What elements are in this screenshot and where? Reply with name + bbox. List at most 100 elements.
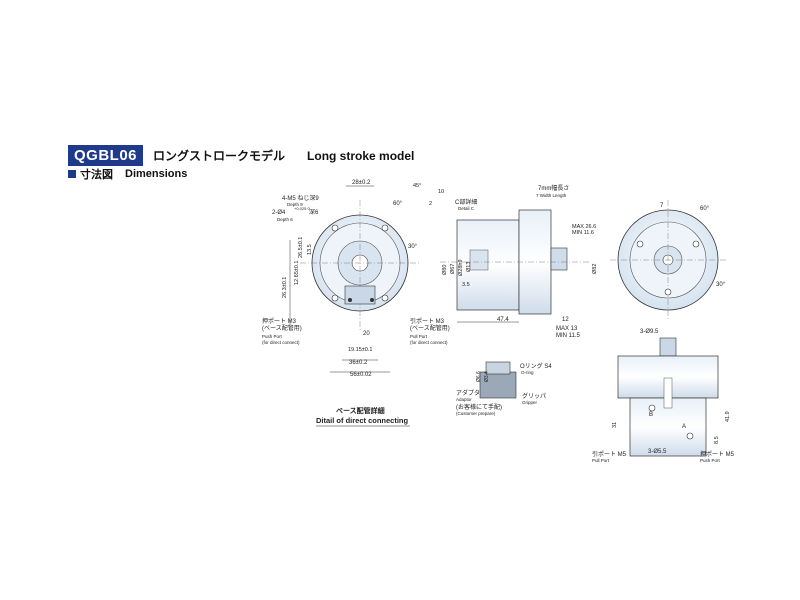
front-angle-30: 30° xyxy=(408,244,418,250)
section-bullet xyxy=(68,170,76,178)
right-dim-7: 7 xyxy=(660,203,664,209)
front-jaw-block xyxy=(344,285,376,305)
pull-port-jp2: (ベース配管用) xyxy=(410,324,450,332)
dim-35: 3.5 xyxy=(462,282,470,288)
oring-en: O-ring xyxy=(521,370,534,375)
dim-31: 31 xyxy=(612,422,618,428)
dia4-tol: +0.025 0 xyxy=(294,206,310,211)
label-a: A xyxy=(682,424,686,430)
right-view: 7 60° 30° 3-Ø9.5 41.9 31 8.5 3-Ø5.5 A B … xyxy=(592,200,735,463)
front-hole-4 xyxy=(381,294,389,302)
angle-45: 45° xyxy=(413,183,421,189)
dim-12: 12 xyxy=(562,317,569,323)
right-pull-port-jp: 引ポート M5 xyxy=(592,450,627,458)
section-title-en: Dimensions xyxy=(125,168,188,180)
oring-adaptor-block xyxy=(479,371,517,399)
right-hole-2 xyxy=(692,240,700,248)
dim-135: 13.5 xyxy=(307,244,313,255)
dim-1915: 19.15±0.1 xyxy=(348,347,372,353)
detail-c-en: Detail C xyxy=(458,206,475,211)
right-pull-port-en: Pull Port xyxy=(592,458,610,463)
customer-en: (Customer prepare) xyxy=(456,411,496,416)
right-port-b xyxy=(648,404,656,412)
model-badge: QGBL06 xyxy=(68,145,144,166)
detail-title-jp: ベース配管詳細 xyxy=(336,406,385,415)
front-pull-port xyxy=(370,298,374,302)
dim-80: Ø80 xyxy=(442,265,448,275)
front-hole-3 xyxy=(331,294,339,302)
side-port-block xyxy=(469,249,489,271)
dia95: 3-Ø9.5 xyxy=(640,329,659,335)
right-angle-60: 60° xyxy=(700,206,710,212)
right-angle-30: 30° xyxy=(716,282,726,288)
title-en: Long stroke model xyxy=(307,148,415,163)
right-top-nozzle xyxy=(659,337,677,357)
dim-20: 20 xyxy=(363,331,370,337)
front-angle-60: 60° xyxy=(393,201,403,207)
right-slot xyxy=(663,377,673,409)
dia34: Ø3.4 xyxy=(484,371,490,382)
detail-c-jp: C部詳細 xyxy=(455,198,477,206)
header: QGBL06 ロングストロークモデル Long stroke model xyxy=(68,145,414,166)
customer-jp: (お客様にて手配) xyxy=(456,403,502,411)
right-port-a xyxy=(686,432,694,440)
dim-36: 36±0.2 xyxy=(349,360,368,366)
oring-jp: Oリング S4 xyxy=(520,362,552,370)
dim-1265: 12.65±0.1 xyxy=(294,261,300,285)
right-push-port-en: Push Port xyxy=(700,458,721,463)
push-port-jp2: (ベース配管用) xyxy=(262,324,302,332)
front-view: 28±0.2 4-M5 ねじ深9 Depth 9 2-Ø4 +0.025 0 深… xyxy=(262,180,450,427)
dim-85: 8.5 xyxy=(714,436,720,444)
front-hole-2 xyxy=(381,224,389,232)
adaptor-en: Adaptor xyxy=(456,397,472,402)
oring-detail: Oリング S4 O-ring アダプタ Adaptor (お客様にて手配) (C… xyxy=(456,361,552,416)
m5-depth-en: Depth 9 xyxy=(287,202,303,207)
width-length-jp: 7mm幅長さ xyxy=(538,184,569,192)
dim-419: 41.9 xyxy=(725,411,731,422)
max-266: MAX 26.6 xyxy=(572,224,596,230)
pull-port-en2: (for direct connect) xyxy=(410,340,448,345)
section-heading: 寸法図 Dimensions xyxy=(68,166,187,182)
adaptor-jp: アダプタ xyxy=(456,389,480,397)
dim-28h9: Ø28h9 xyxy=(458,259,464,276)
dia4-label: 2-Ø4 xyxy=(272,210,286,216)
dim-82: Ø82 xyxy=(592,264,598,274)
dim-13: Ø13 xyxy=(466,262,472,272)
section-title-jp: 寸法図 xyxy=(80,168,113,181)
dim-2: 2 xyxy=(429,201,432,207)
gripper-jp: グリッパ xyxy=(522,392,546,400)
dim-10: 10 xyxy=(438,189,444,195)
push-port-en2: (for direct connect) xyxy=(262,340,300,345)
right-push-port-jp: 押ポート M5 xyxy=(700,450,735,458)
push-port-en: Push Port xyxy=(262,334,283,339)
dia4-depth-en: Depth 6 xyxy=(277,217,293,222)
pull-port-en: Pull Port xyxy=(410,334,428,339)
right-hole-3 xyxy=(664,288,672,296)
dim-474: 47.4 xyxy=(497,317,509,323)
right-hole-1 xyxy=(636,240,644,248)
dim-263: 26.3±0.1 xyxy=(282,277,288,298)
dia4-depth6: 深6 xyxy=(309,208,319,216)
dim-265: 26.5±0.1 xyxy=(298,237,304,258)
width-length-en: 7 Width Length xyxy=(536,193,567,198)
oring-gripper-block xyxy=(485,361,511,375)
dia66: Ø6.6 xyxy=(476,371,482,382)
dim-67: Ø67 xyxy=(450,264,456,274)
detail-title-en: Ditail of direct connecting xyxy=(316,416,409,425)
pull-port-jp: 引ポート M3 xyxy=(410,317,445,325)
min-115: MIN 11.5 xyxy=(556,333,581,339)
front-push-port xyxy=(348,298,352,302)
push-port-jp: 押ポート M3 xyxy=(262,317,297,325)
gripper-en: Gripper xyxy=(522,400,538,405)
max-13: MAX 13 xyxy=(556,326,578,332)
m5-depth: 4-M5 ねじ深9 xyxy=(282,194,319,202)
title-jp: ロングストロークモデル xyxy=(153,149,286,163)
side-flange xyxy=(518,209,552,315)
dia55: 3-Ø5.5 xyxy=(648,449,667,455)
dim-28: 28±0.2 xyxy=(352,180,371,186)
front-hole-1 xyxy=(331,224,339,232)
dim-56: 56±0.02 xyxy=(350,372,372,378)
label-b: B xyxy=(649,412,653,418)
side-view: 7mm幅長さ 7 Width Length C部詳細 Detail C 10 2… xyxy=(413,183,598,339)
